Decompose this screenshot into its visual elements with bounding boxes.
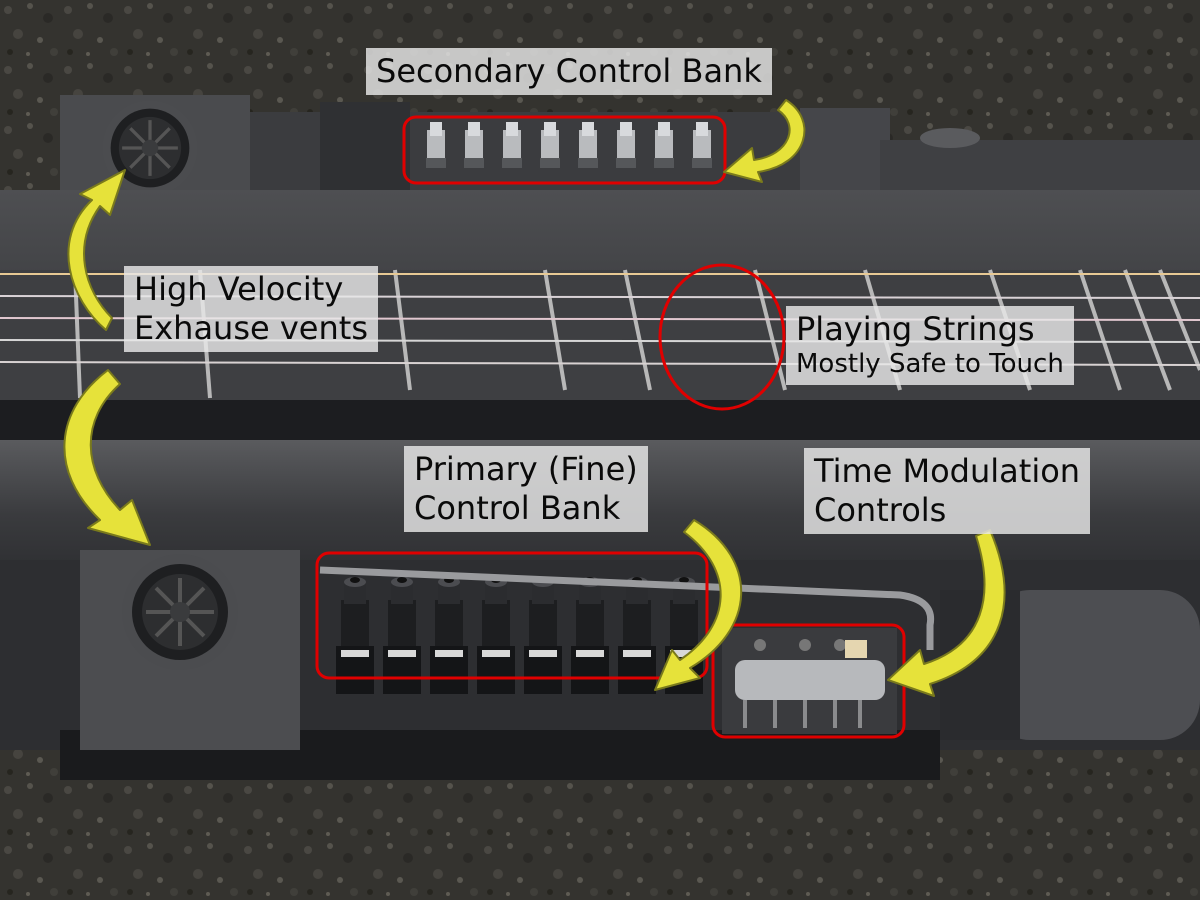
arrow-to-top-vent: [67, 169, 126, 331]
secondary-control-bank-label: Secondary Control Bank: [366, 48, 772, 96]
strings-outline: [658, 263, 786, 411]
time-modulation-line2: Controls: [814, 491, 947, 530]
playing-strings-label: Playing Strings Mostly Safe to Touch: [786, 306, 1074, 385]
arrow-to-primary-bank: [654, 519, 743, 691]
secondary-control-bank-text: Secondary Control Bank: [376, 52, 762, 90]
secondary-bank-outline: [402, 115, 727, 185]
arrow-to-lower-vent: [63, 369, 151, 546]
exhaust-vents-line2: Exhause vents: [134, 309, 368, 348]
time-modulation-line1: Time Modulation: [814, 452, 1081, 490]
playing-strings-line2: Mostly Safe to Touch: [796, 349, 1064, 380]
primary-control-bank-line2: Control Bank: [414, 489, 621, 528]
primary-control-bank-line1: Primary (Fine): [414, 450, 638, 488]
primary-bank-outline: [315, 551, 709, 680]
time-modulation-label: Time Modulation Controls: [804, 448, 1091, 535]
exhaust-vents-label: High Velocity Exhause vents: [124, 266, 378, 353]
primary-control-bank-label: Primary (Fine) Control Bank: [404, 446, 648, 533]
playing-strings-line1: Playing Strings: [796, 310, 1035, 348]
arrow-to-secondary-bank: [723, 99, 806, 183]
exhaust-vents-line1: High Velocity: [134, 270, 344, 308]
arrow-to-time-modulation: [887, 529, 1006, 697]
